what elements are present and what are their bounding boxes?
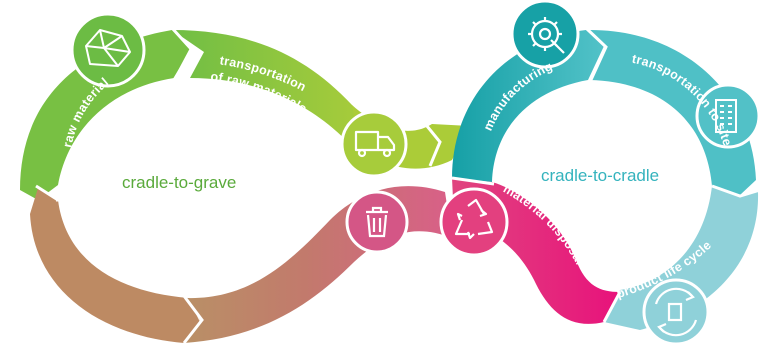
gear-wrench-icon xyxy=(510,0,580,69)
recycle-triangle-icon xyxy=(439,187,509,257)
band-material-disposal-left xyxy=(30,188,200,343)
cradle-to-grave-title: cradle-to-grave xyxy=(122,173,236,192)
trash-bin-icon xyxy=(345,190,409,254)
truck-building-icon xyxy=(695,83,761,149)
band-transport-raw xyxy=(172,30,365,150)
cradle-to-cradle-title: cradle-to-cradle xyxy=(541,166,659,185)
crystal-rock-icon xyxy=(70,12,146,88)
band-raw-material xyxy=(20,30,190,200)
band-product-life-cycle xyxy=(604,186,759,330)
band-separators xyxy=(35,26,761,343)
band-manufacturing xyxy=(452,30,604,182)
delivery-truck-icon xyxy=(340,110,408,178)
band-disposal-bottom xyxy=(184,186,452,343)
recycle-building-icon xyxy=(642,278,710,343)
band-transport-site xyxy=(586,29,756,195)
